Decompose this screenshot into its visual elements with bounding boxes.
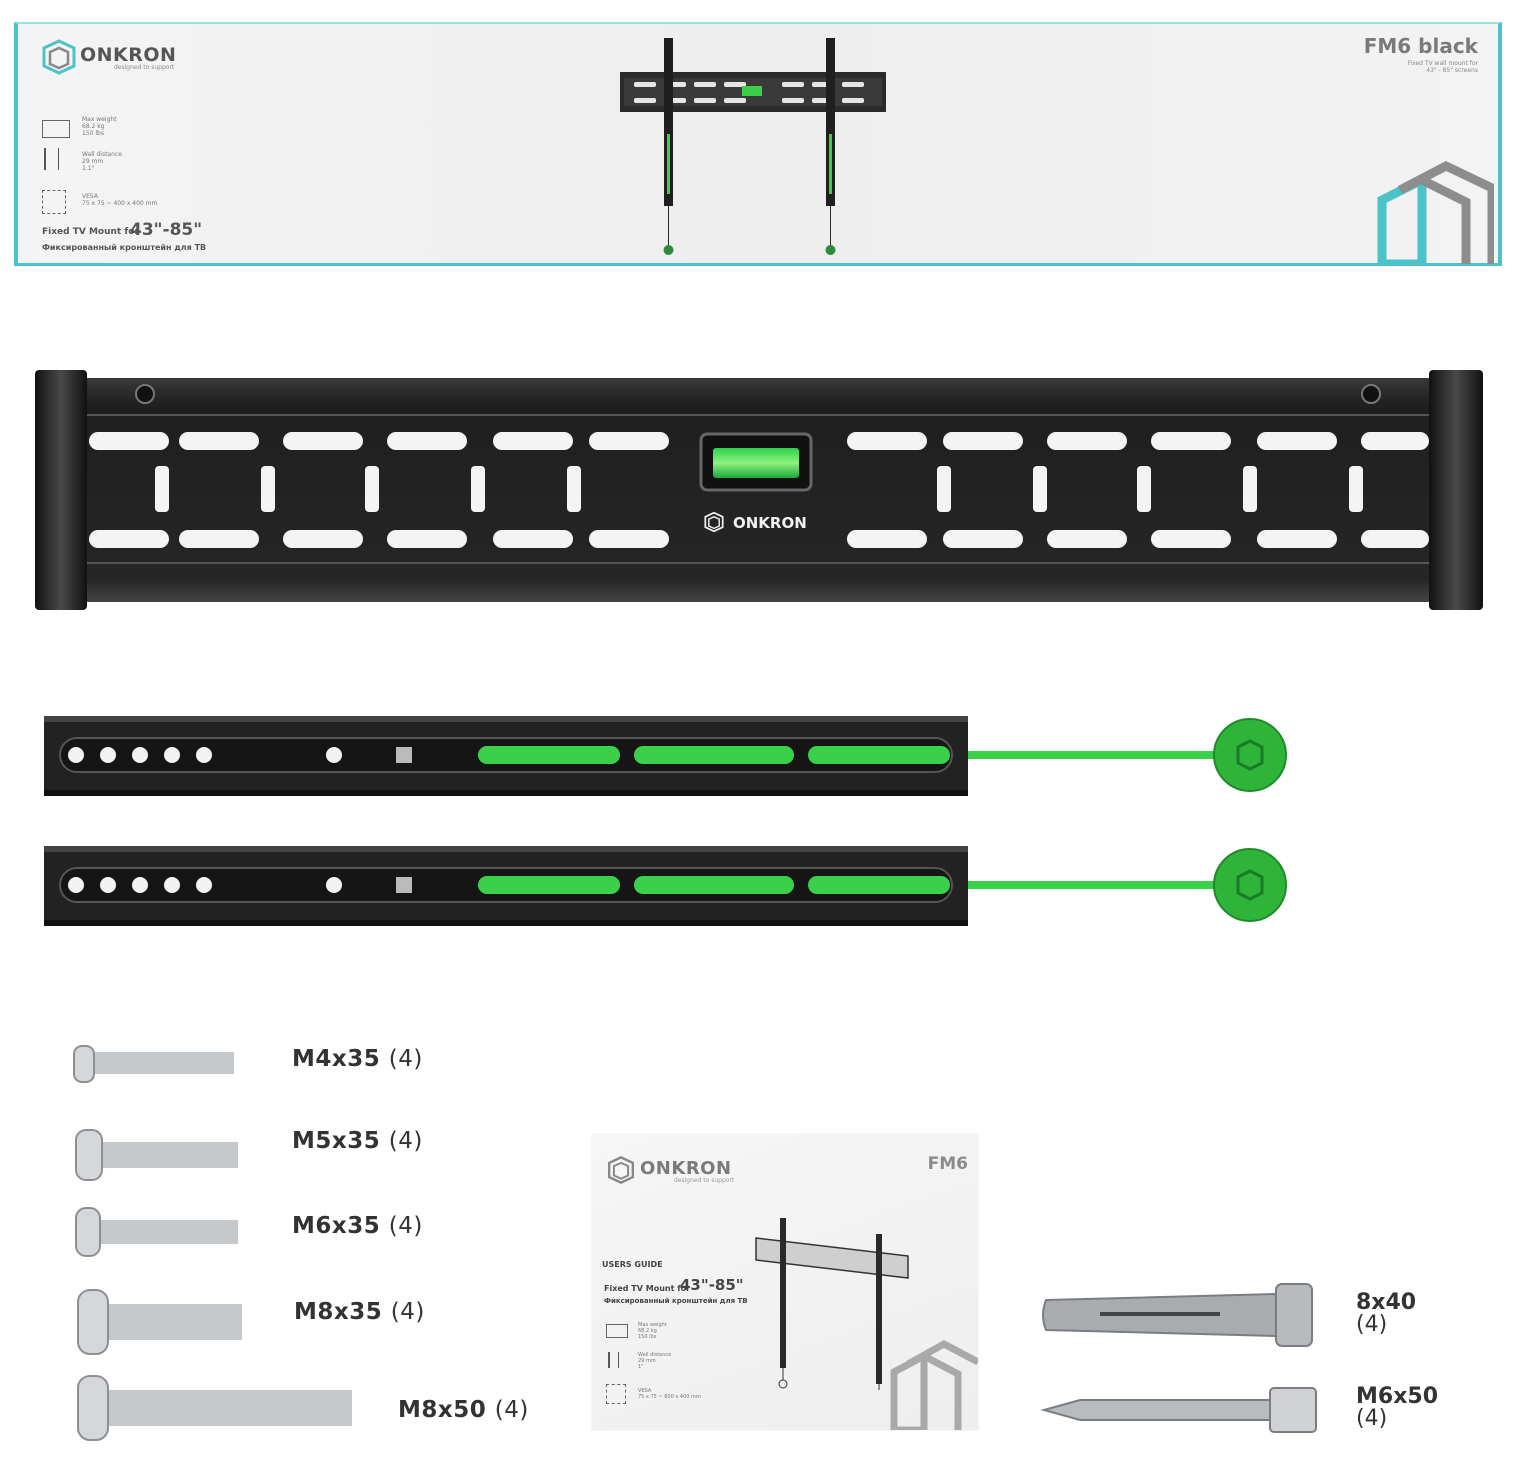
plate-keyhole [1243,466,1257,512]
screw-m8x50-image [77,1375,352,1441]
vertical-arm-2 [44,846,1287,926]
plate-keyhole [1033,466,1047,512]
screw-m4x35-image [73,1045,234,1083]
plate-slot [179,432,259,450]
plate-keyhole [1137,466,1151,512]
wall-plate: ONKRON [35,370,1483,610]
manual-mount-drawing [755,1218,909,1390]
plate-slot [387,432,467,450]
plate-slot [847,432,927,450]
box-tagline: designed to support [114,64,175,71]
manual-big-logo-icon [890,1340,978,1430]
plate-slot [1151,530,1231,548]
plate-slot [89,530,169,548]
manual-weight-icon [606,1324,628,1338]
box-big-logo-icon [1377,160,1494,264]
box-brand: ONKRON [80,44,177,66]
manual-tagline: designed to support [674,1177,735,1184]
plate-slot [1257,432,1337,450]
plate-brand: ONKRON [733,514,807,532]
vertical-arm-1 [44,716,1287,796]
manual-brand: ONKRON [640,1158,732,1179]
box-russian: Фиксированный кронштейн для ТВ [42,243,207,252]
plate-slot [1151,432,1231,450]
plate-logo-icon [704,511,724,533]
screw-m6x35-image [75,1207,238,1257]
plate-keyhole [155,466,169,512]
wall-plug-8x40-image [1042,1283,1313,1347]
plate-slot [89,432,169,450]
box-size-range: 43"-85" [130,220,203,240]
plate-slot [283,432,363,450]
plate-slot [847,530,927,548]
plate-slot [493,432,573,450]
lag-screw-m6x50-image [1040,1387,1317,1433]
lag-screw-m6x50-label: M6x50(4) [1356,1384,1439,1431]
plate-slot [1361,530,1429,548]
box-model: FM6 black [1363,34,1478,58]
vesa-icon [42,190,66,214]
screw-m5x35-label: M5x35 (4) [292,1128,423,1154]
plate-keyhole [937,466,951,512]
wall-plug-8x40-label: 8x40(4) [1356,1290,1417,1337]
screw-m4x35-label: M4x35 (4) [292,1046,423,1072]
plate-keyhole [567,466,581,512]
onkron-logo-icon [42,39,76,75]
manual-distance-icon [608,1352,619,1368]
plate-keyhole [365,466,379,512]
weight-icon [42,120,70,138]
manual-logo-icon [607,1156,635,1184]
screw-m5x35-image [75,1129,238,1181]
manual-russian: Фиксированный кронштейн для ТВ [604,1297,748,1305]
box-mount-for: Fixed TV Mount for [42,227,139,237]
screw-m6x35-label: M6x35 (4) [292,1213,423,1239]
plate-slot [1047,432,1127,450]
wall-distance-icon [44,148,59,170]
screw-m8x35-image [77,1289,242,1355]
plate-slot [1257,530,1337,548]
manual-size-range: 43"-85" [680,1276,744,1294]
manual-guide-title: USERS GUIDE [602,1260,663,1269]
plate-slot [589,432,669,450]
plate-keyhole [1349,466,1363,512]
plate-slot [493,530,573,548]
plate-slot [1361,432,1429,450]
plate-slot [943,530,1023,548]
plate-slot [387,530,467,548]
users-guide-booklet: ONKRON designed to support FM6 USERS GUI… [592,1134,978,1430]
screw-m8x50-label: M8x50 (4) [398,1397,529,1423]
plate-keyhole [471,466,485,512]
plate-slot [589,530,669,548]
plate-slot [283,530,363,548]
manual-mount-for: Fixed TV Mount for [604,1284,691,1293]
plate-keyhole [261,466,275,512]
plate-slot [943,432,1023,450]
plate-slot [179,530,259,548]
box-mount-image [620,38,886,255]
manual-vesa-icon [606,1384,626,1404]
manual-model: FM6 [927,1154,968,1174]
screw-m8x35-label: M8x35 (4) [294,1299,425,1325]
plate-slot [1047,530,1127,548]
